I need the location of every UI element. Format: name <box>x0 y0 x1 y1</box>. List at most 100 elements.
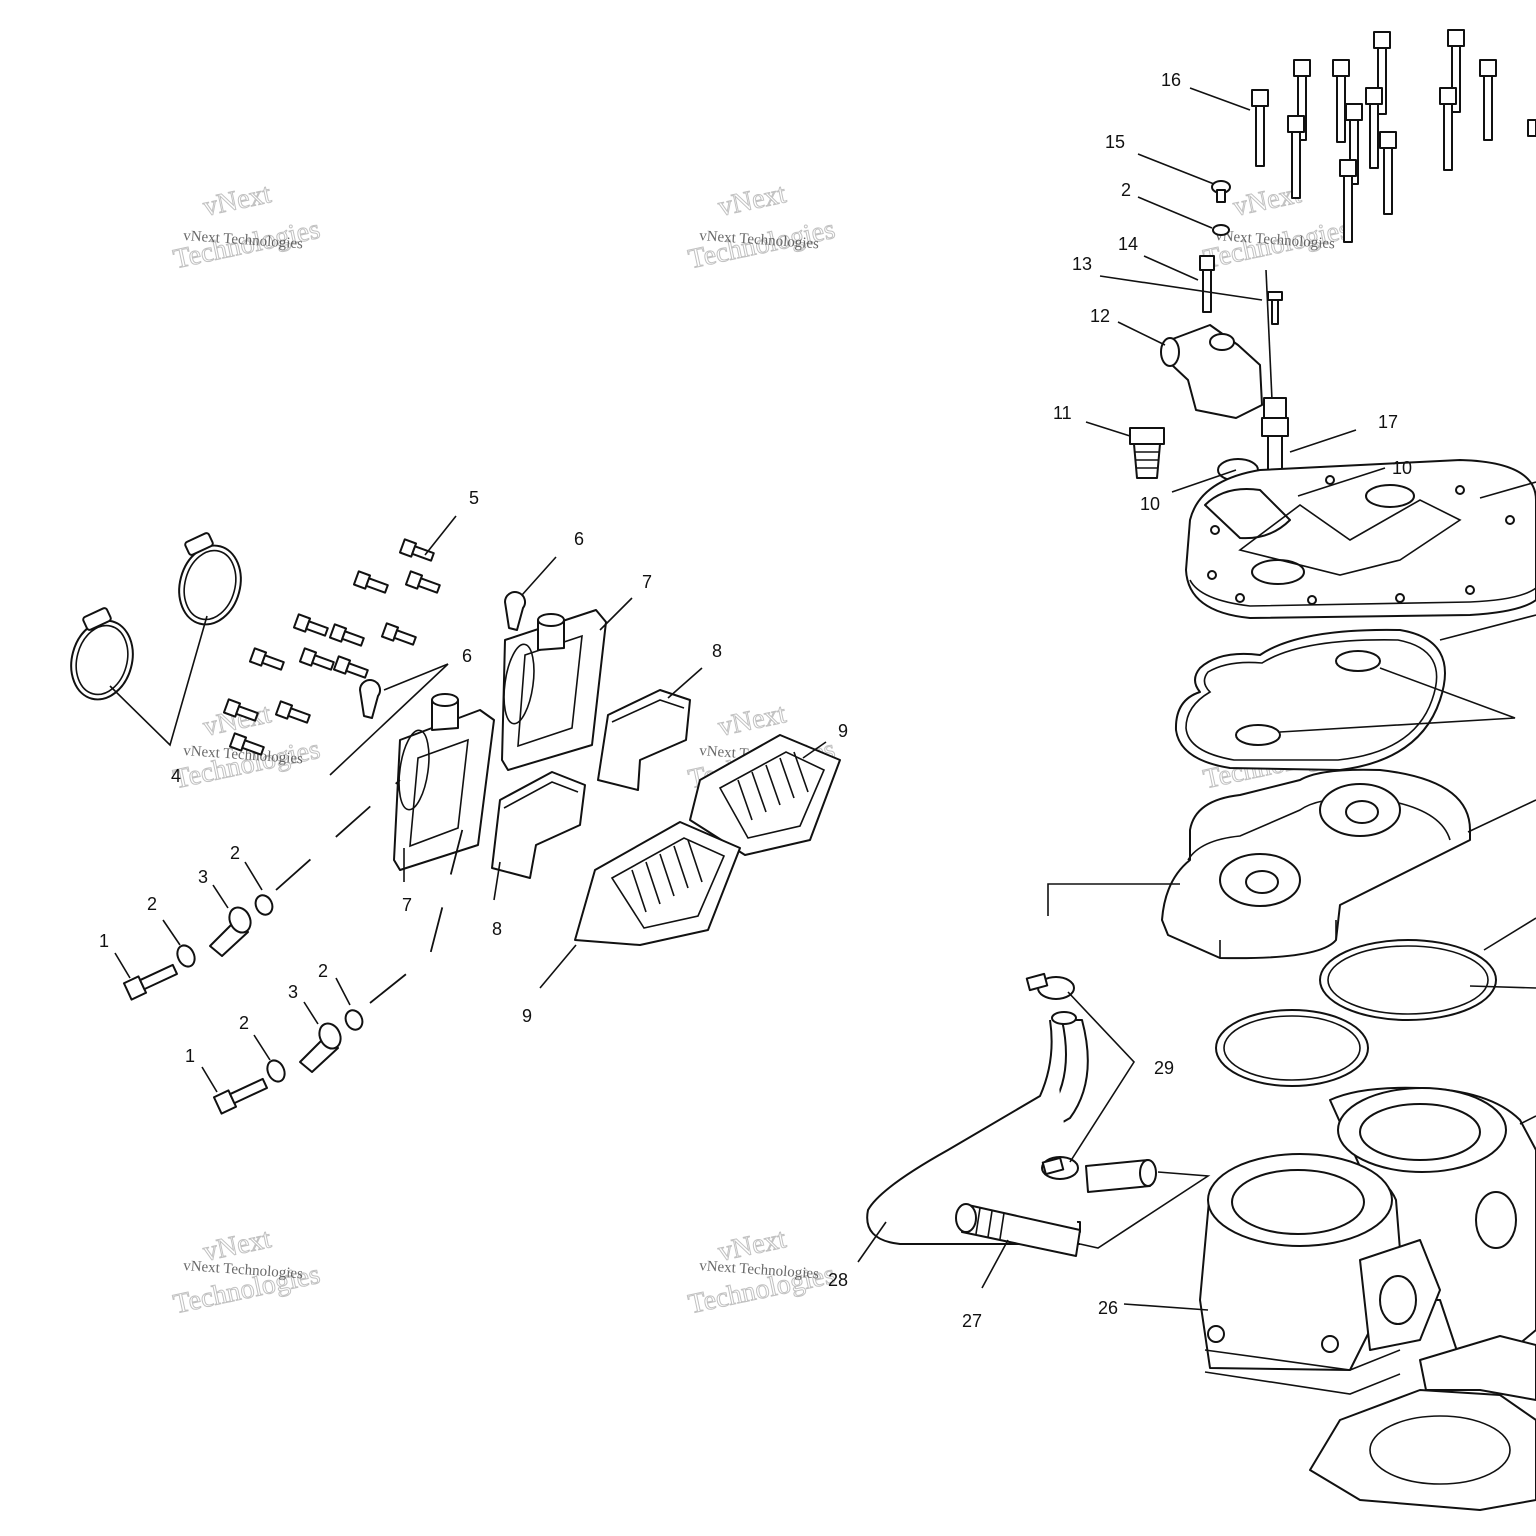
washer-2 <box>176 944 196 968</box>
head-cover-port <box>1365 484 1415 508</box>
cylinder-front-bore <box>1231 1169 1365 1235</box>
temp-sensor-17 <box>1261 269 1289 471</box>
head-cover-rib <box>1238 499 1462 576</box>
callout-14: 14 <box>1118 234 1138 254</box>
callout-2: 2 <box>239 1013 249 1033</box>
stud-14 <box>1199 255 1215 313</box>
hose-connector-27 <box>955 1203 1081 1257</box>
reed-valve-lower-inner <box>610 837 726 929</box>
cylinder-head-cover <box>1185 459 1536 619</box>
mounting-bolt-upper <box>114 779 401 1001</box>
callout-leader-3 <box>212 884 229 909</box>
bolt <box>380 622 417 646</box>
callout-28: 28 <box>828 1270 848 1290</box>
callout-leader-connector <box>1079 1171 1211 1249</box>
callout-leader-2 <box>335 977 351 1006</box>
reed-stop-upper <box>597 689 691 791</box>
reed-stop-lower <box>491 771 586 879</box>
bolt <box>328 623 365 647</box>
callout-3: 3 <box>288 982 298 1002</box>
head-bolt-group <box>1189 29 1536 243</box>
cylinder-head <box>1047 768 1536 960</box>
callout-leader-head <box>1467 799 1536 833</box>
callout-leader-o-ring <box>1469 985 1536 989</box>
base-gasket-rear <box>1419 1335 1536 1401</box>
p-clip-upper <box>504 591 526 631</box>
bolt-group-5 <box>222 515 457 756</box>
hose-clamp-29-upper <box>1025 972 1075 1000</box>
callout-2: 2 <box>147 894 157 914</box>
cylinder-head-body <box>1161 768 1471 960</box>
callout-leader-gasket <box>1439 614 1536 641</box>
bolt <box>352 570 389 594</box>
callout-11: 11 <box>1053 403 1072 423</box>
mounting-bolt-lower <box>201 799 471 1115</box>
callout-leader-11 <box>1085 421 1131 437</box>
callout-29: 29 <box>1154 1058 1174 1078</box>
callout-16: 16 <box>1161 70 1181 90</box>
cylinder-stud <box>1207 1325 1225 1343</box>
callout-leader-1 <box>114 952 131 979</box>
water-hose-28-outer <box>866 1019 1080 1245</box>
callout-7: 7 <box>642 572 652 592</box>
bolt <box>398 538 435 562</box>
base-gasket-front-bore <box>1369 1415 1511 1485</box>
washer-2 <box>254 894 274 916</box>
callout-leader-10 <box>1171 469 1237 493</box>
bolt <box>222 698 259 722</box>
manifold-port-front <box>409 738 469 848</box>
callout-leader-2 <box>253 1034 271 1061</box>
callout-leader-1 <box>201 1066 218 1093</box>
callout-leader-2 <box>244 861 263 891</box>
callout-leader-7 <box>599 597 633 631</box>
bolt <box>298 647 335 671</box>
bolt <box>248 647 285 671</box>
callout-3: 3 <box>198 867 208 887</box>
base-gaskets <box>1309 1335 1536 1511</box>
callout-12: 12 <box>1090 306 1110 326</box>
reed-petals-upper <box>737 751 809 821</box>
callout-leader-27 <box>981 1239 1009 1289</box>
reed-valve-lower <box>574 821 741 946</box>
p-clip-group <box>329 556 557 776</box>
gasket-o-ring <box>1335 650 1381 672</box>
callout-leader-o-ring <box>1483 917 1536 951</box>
callout-26: 26 <box>1098 1298 1118 1318</box>
hose-assembly <box>857 972 1211 1311</box>
bolt <box>274 700 311 724</box>
callout-6: 6 <box>574 529 584 549</box>
head-bolt <box>1339 159 1357 243</box>
callout-10: 10 <box>1392 458 1412 478</box>
callout-27: 27 <box>962 1311 982 1331</box>
head-bolt <box>1345 103 1363 185</box>
washer-2 <box>266 1059 286 1083</box>
callout-leader-2 <box>162 919 181 946</box>
hose-clamp-upper-screw <box>184 532 214 556</box>
callout-9: 9 <box>838 721 848 741</box>
thermostat-housing-12 <box>1160 324 1263 419</box>
manifold-nipple-top <box>431 693 459 707</box>
callout-8: 8 <box>492 919 502 939</box>
alignment-line <box>275 779 401 891</box>
watermark: vNext Technologies <box>170 178 323 276</box>
head-gasket <box>1174 614 1536 771</box>
callout-13: 13 <box>1072 254 1092 274</box>
callout-leader-15 <box>1137 153 1215 185</box>
callout-leader-o-ring <box>1279 667 1516 733</box>
bolt <box>332 655 369 679</box>
callout-leader-5 <box>424 515 457 556</box>
head-cover-boss <box>1204 488 1291 540</box>
callout-leader-4 <box>109 615 208 747</box>
spacer-3 <box>299 1022 342 1073</box>
banjo-bolt-15 <box>1211 180 1231 203</box>
head-bolt <box>1251 89 1269 167</box>
callout-leader-13 <box>1099 275 1263 301</box>
cylinder-o-rings <box>1215 917 1536 1087</box>
callout-leader-9 <box>539 944 577 989</box>
callout-leader-head-cover <box>1479 481 1536 499</box>
callout-labels: 5 6 7 6 8 9 4 2 3 2 1 7 8 2 3 9 2 1 16 1… <box>99 70 1412 1331</box>
callout-6: 6 <box>462 646 472 666</box>
head-bolt <box>1379 131 1397 215</box>
callout-leader-8 <box>493 861 501 901</box>
